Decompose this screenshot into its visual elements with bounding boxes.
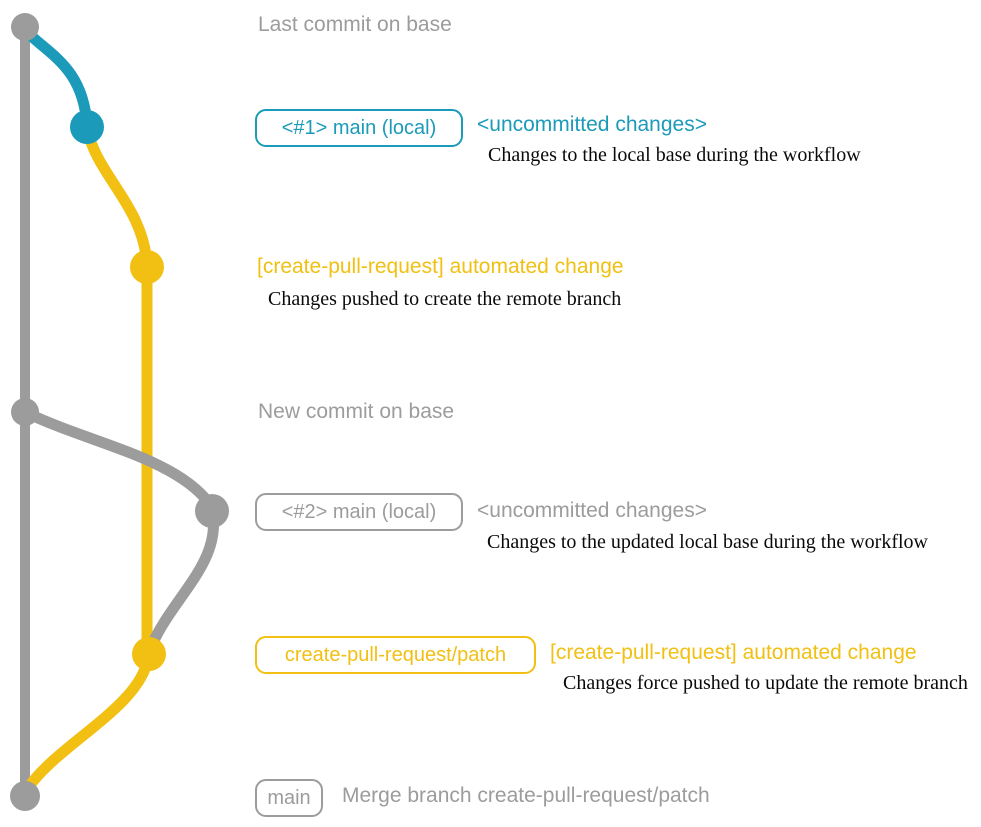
commit-description-uncommitted-2: Changes to the updated local base during… (487, 531, 928, 553)
git-graph (10, 13, 229, 811)
commit-dot-merge (10, 781, 40, 811)
commit-message-automated-1: [create-pull-request] automated change (257, 255, 624, 278)
commit-dot-uncommitted-1 (70, 110, 104, 144)
branch-label-create-pull-request-patch: create-pull-request/patch (255, 636, 536, 674)
branch-segment-uncommitted-2 (21, 407, 215, 509)
commit-dot-automated-2 (132, 637, 166, 671)
branch-segment-uncommitted-1 (21, 26, 93, 131)
commit-dot-base-last (11, 13, 39, 41)
branch-segment-merge (20, 652, 154, 797)
branch-segment-automated-1 (81, 122, 153, 270)
caption-new-commit-on-base: New commit on base (258, 400, 455, 423)
commit-message-automated-2: [create-pull-request] automated change (550, 641, 917, 664)
caption-last-commit-on-base: Last commit on base (258, 13, 452, 36)
branch-label-main-local-2: <#2> main (local) (255, 493, 463, 531)
commit-dot-uncommitted-2 (195, 494, 229, 528)
commit-description-uncommitted-1: Changes to the local base during the wor… (488, 144, 861, 166)
caption-merge-branch: Merge branch create-pull-request/patch (342, 784, 710, 807)
commit-dot-base-new (11, 398, 39, 426)
commit-message-uncommitted-2: <uncommitted changes> (477, 499, 707, 522)
branch-segment-rebase (145, 510, 219, 653)
branch-label-main: main (255, 779, 323, 817)
commit-description-automated-1: Changes pushed to create the remote bran… (268, 288, 622, 310)
commit-description-automated-2: Changes force pushed to update the remot… (563, 672, 968, 694)
commit-dot-automated-1 (130, 250, 164, 284)
commit-message-uncommitted-1: <uncommitted changes> (477, 113, 707, 136)
branch-label-main-local-1: <#1> main (local) (255, 109, 463, 147)
